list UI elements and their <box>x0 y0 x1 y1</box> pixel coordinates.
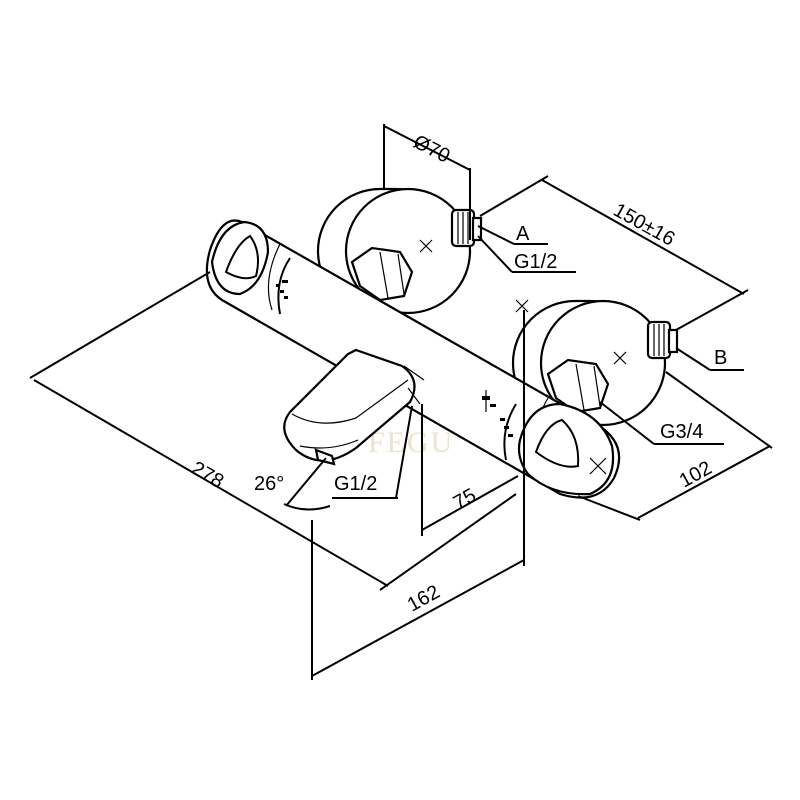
dim-angle-label: 26° <box>254 473 284 495</box>
mixer-body <box>205 219 621 499</box>
right-hex-nut <box>546 358 610 414</box>
dim-102-label: 102 <box>676 457 716 492</box>
label-a: A <box>477 223 548 245</box>
label-g12-top-text: G1/2 <box>514 251 557 273</box>
label-g34: G3/4 <box>599 401 724 445</box>
right-inlet-thread <box>646 320 679 360</box>
label-g12-spout: G1/2 <box>332 405 413 499</box>
watermark: FEGU <box>368 426 454 459</box>
label-g12-spout-text: G1/2 <box>334 473 377 495</box>
dim-162: 162 <box>311 299 529 680</box>
dim-angle: 26° <box>254 457 331 511</box>
dim-278-label: 278 <box>188 457 228 493</box>
right-control-handle <box>517 402 615 496</box>
left-hex-nut <box>350 246 414 302</box>
label-b: B <box>675 347 744 371</box>
left-control-handle <box>210 220 270 296</box>
right-scale-ring <box>482 390 517 461</box>
label-g12-top: G1/2 <box>477 235 576 273</box>
dim-75-label: 75 <box>450 484 480 514</box>
dim-d70-label: Ø70 <box>410 131 454 168</box>
label-a-text: A <box>516 223 530 245</box>
label-b-text: B <box>714 347 727 369</box>
left-inlet-thread <box>450 208 483 248</box>
left-scale-ring <box>276 257 291 315</box>
label-g34-text: G3/4 <box>660 421 703 443</box>
dim-162-label: 162 <box>404 581 444 616</box>
